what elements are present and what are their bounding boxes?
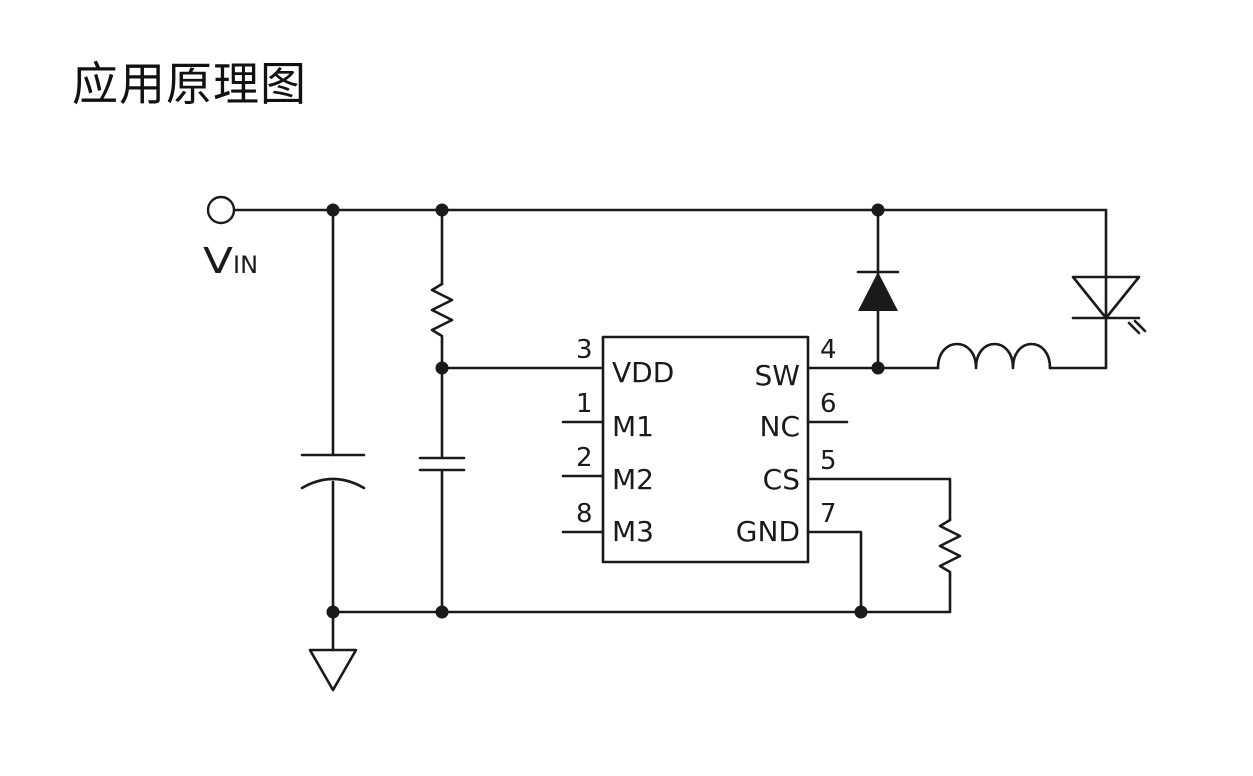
pin-label-nc: NC xyxy=(760,410,801,443)
gnd-wire xyxy=(806,530,863,614)
diode-icon xyxy=(858,272,898,311)
junction-dot xyxy=(854,605,868,619)
ic-body xyxy=(601,335,810,564)
led-wire xyxy=(1048,208,1108,370)
pin-number: 2 xyxy=(576,443,593,473)
pin-label-m1: M1 xyxy=(612,410,654,443)
vin-subscript: IN xyxy=(233,251,258,279)
junction-dot xyxy=(326,203,340,217)
led-icon xyxy=(1071,275,1141,320)
led-emission-rays xyxy=(1127,319,1147,335)
junction-dot xyxy=(871,203,885,217)
pin-label-sw: SW xyxy=(755,359,800,392)
pin-number: 3 xyxy=(576,335,593,365)
ground-rail-wire xyxy=(331,574,952,614)
page-title: 应用原理图 xyxy=(72,57,307,111)
pin-number: 1 xyxy=(576,389,593,419)
pin-label-m2: M2 xyxy=(612,463,654,496)
pin-label-vdd: VDD xyxy=(612,356,674,389)
junction-dot xyxy=(435,203,449,217)
pin-number: 8 xyxy=(576,499,593,529)
pin-number: 6 xyxy=(820,389,837,419)
pin-number: 5 xyxy=(820,446,837,476)
ground-icon xyxy=(308,648,358,692)
sense-resistor xyxy=(938,518,962,578)
bias-resistor xyxy=(430,282,454,344)
inductor-icon xyxy=(936,342,1052,370)
junction-dot xyxy=(326,605,340,619)
vin-terminal xyxy=(206,195,236,225)
junction-dot xyxy=(435,605,449,619)
pin-number: 4 xyxy=(820,335,837,365)
pin-label-gnd: GND xyxy=(736,515,800,548)
bulk-capacitor-bottom-plate xyxy=(300,477,366,490)
junction-dot xyxy=(871,361,885,375)
junction-dot xyxy=(435,361,449,375)
cs-wire xyxy=(806,477,952,522)
vin-label: V xyxy=(203,241,233,282)
pin-label-cs: CS xyxy=(763,463,800,496)
pin-number: 7 xyxy=(820,499,837,529)
pin-label-m3: M3 xyxy=(612,515,654,548)
